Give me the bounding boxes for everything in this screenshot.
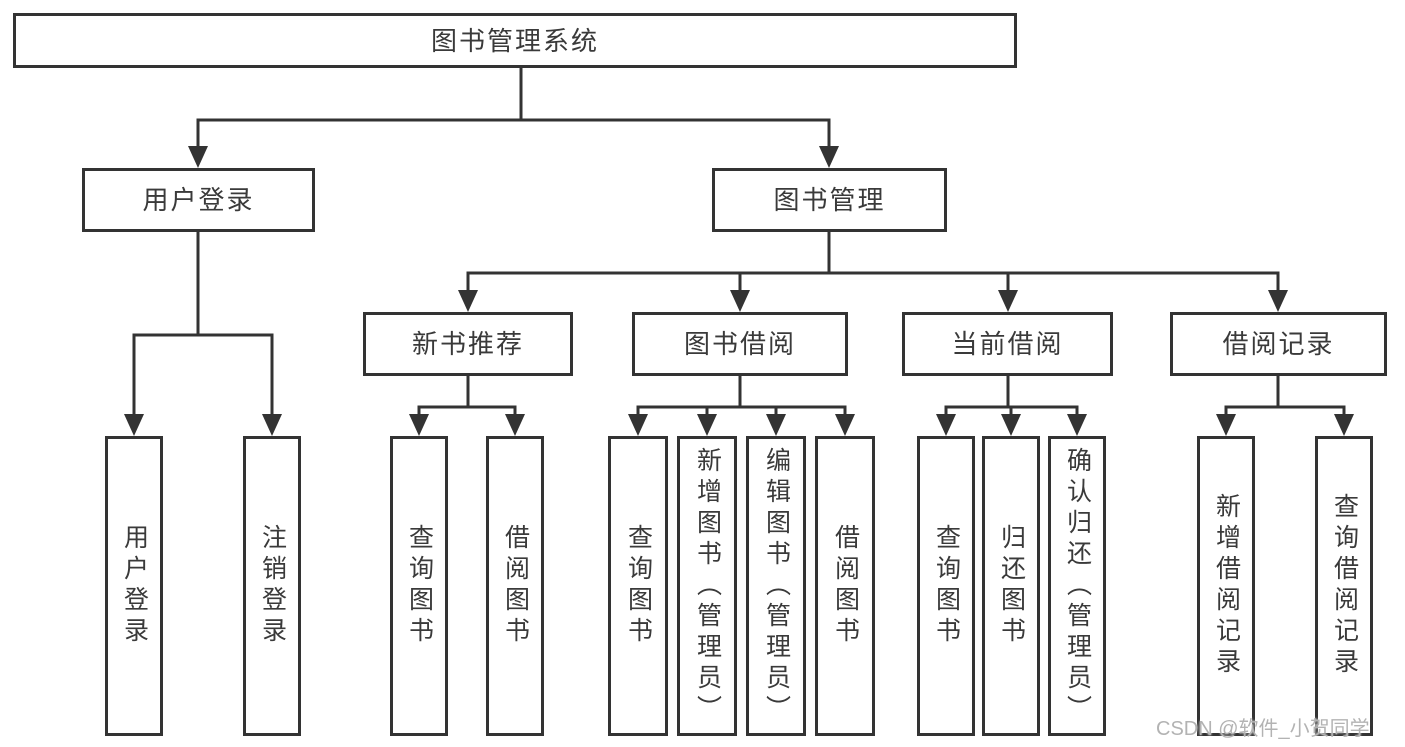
connector-borrowing-records-to-leaves — [1216, 374, 1354, 436]
node-book-borrowing-label: 图书借阅 — [683, 329, 796, 359]
leaf-add-borrow-record-label: 新增借阅记录 — [1212, 493, 1241, 679]
node-new-book-recommend-label: 新书推荐 — [411, 329, 524, 359]
arrowhead-icon — [505, 414, 525, 436]
leaf-confirm-return-admin: 确认归还（管理员） — [1048, 436, 1106, 736]
leaf-user-login-label: 用户登录 — [120, 524, 149, 648]
leaf-logout-label: 注销登录 — [258, 524, 287, 648]
connector-book-borrowing-to-leaves — [628, 374, 855, 436]
connector-book-management-to-level2 — [458, 230, 1288, 312]
arrowhead-icon — [262, 414, 282, 436]
leaf-logout: 注销登录 — [243, 436, 301, 736]
node-user-login: 用户登录 — [82, 168, 315, 232]
arrowhead-icon — [1334, 414, 1354, 436]
connector-current-borrowing-to-leaves — [936, 374, 1087, 436]
arrowhead-icon — [124, 414, 144, 436]
connector-root-to-level1 — [188, 66, 839, 168]
node-current-borrowing-label: 当前借阅 — [951, 329, 1064, 359]
leaf-query-books-1: 查询图书 — [390, 436, 448, 736]
arrowhead-icon — [936, 414, 956, 436]
leaf-add-book-admin: 新增图书（管理员） — [677, 436, 737, 736]
leaf-edit-book-admin: 编辑图书（管理员） — [746, 436, 806, 736]
arrowhead-icon — [766, 414, 786, 436]
leaf-return-book: 归还图书 — [982, 436, 1040, 736]
arrowhead-icon — [1067, 414, 1087, 436]
arrowhead-icon — [1268, 290, 1288, 312]
arrowhead-icon — [409, 414, 429, 436]
arrowhead-icon — [730, 290, 750, 312]
arrowhead-icon — [1216, 414, 1236, 436]
node-borrowing-records: 借阅记录 — [1170, 312, 1387, 376]
leaf-query-borrow-record-label: 查询借阅记录 — [1330, 493, 1359, 679]
node-new-book-recommend: 新书推荐 — [363, 312, 573, 376]
leaf-add-book-admin-label: 新增图书（管理员） — [693, 446, 722, 726]
connector-new-book-recommend-to-leaves — [409, 374, 525, 436]
node-book-management: 图书管理 — [712, 168, 947, 232]
node-book-borrowing: 图书借阅 — [632, 312, 848, 376]
node-library-system-label: 图书管理系统 — [430, 25, 599, 56]
leaf-add-borrow-record: 新增借阅记录 — [1197, 436, 1255, 736]
connector-user-login-to-leaves — [124, 230, 282, 436]
leaf-confirm-return-admin-label: 确认归还（管理员） — [1063, 446, 1092, 726]
leaf-query-books-2: 查询图书 — [608, 436, 668, 736]
watermark: CSDN @软件_小贺同学 — [1156, 718, 1370, 740]
node-library-system: 图书管理系统 — [13, 13, 1017, 68]
arrowhead-icon — [998, 290, 1018, 312]
arrowhead-icon — [697, 414, 717, 436]
leaf-return-book-label: 归还图书 — [997, 524, 1026, 648]
arrowhead-icon — [628, 414, 648, 436]
node-current-borrowing: 当前借阅 — [902, 312, 1113, 376]
node-book-management-label: 图书管理 — [773, 185, 886, 215]
arrowhead-icon — [819, 146, 839, 168]
leaf-query-books-1-label: 查询图书 — [405, 524, 434, 648]
leaf-query-books-3-label: 查询图书 — [932, 524, 961, 648]
node-borrowing-records-label: 借阅记录 — [1222, 329, 1335, 359]
leaf-borrow-books-2-label: 借阅图书 — [831, 524, 860, 648]
arrowhead-icon — [188, 146, 208, 168]
arrowhead-icon — [458, 290, 478, 312]
arrowhead-icon — [1001, 414, 1021, 436]
leaf-borrow-books-1: 借阅图书 — [486, 436, 544, 736]
leaf-edit-book-admin-label: 编辑图书（管理员） — [762, 446, 791, 726]
leaf-query-borrow-record: 查询借阅记录 — [1315, 436, 1373, 736]
leaf-borrow-books-2: 借阅图书 — [815, 436, 875, 736]
leaf-borrow-books-1-label: 借阅图书 — [501, 524, 530, 648]
leaf-user-login: 用户登录 — [105, 436, 163, 736]
node-user-login-label: 用户登录 — [142, 185, 255, 215]
leaf-query-books-2-label: 查询图书 — [624, 524, 653, 648]
arrowhead-icon — [835, 414, 855, 436]
leaf-query-books-3: 查询图书 — [917, 436, 975, 736]
